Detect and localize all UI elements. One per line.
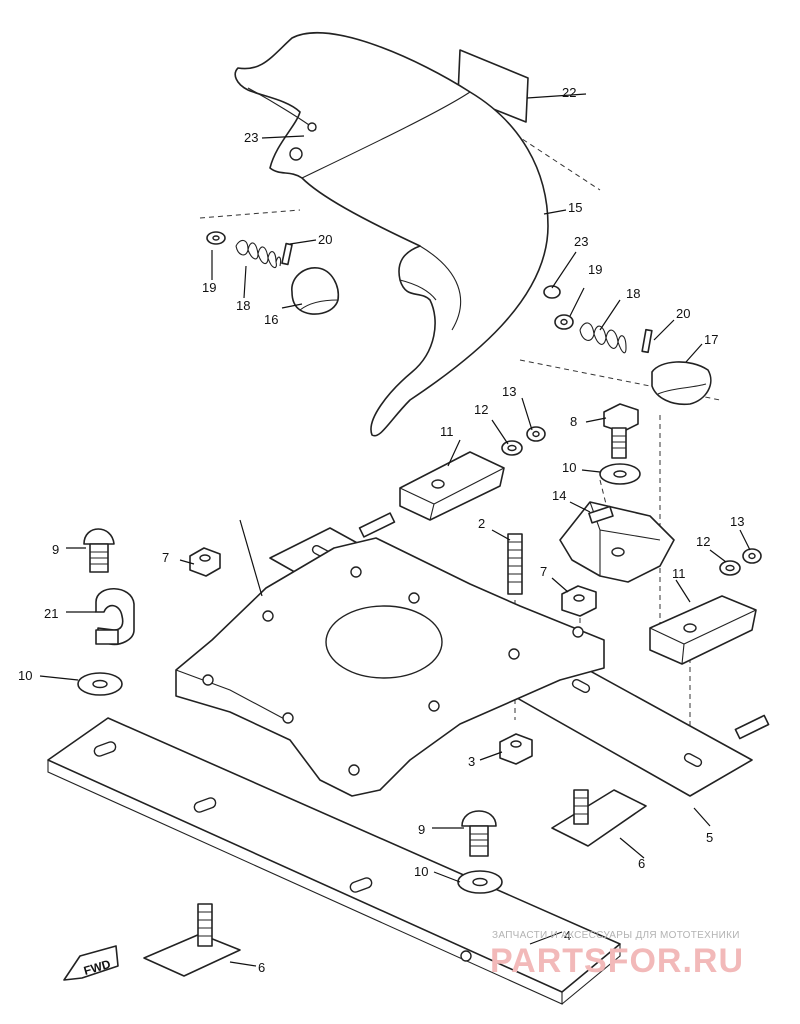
part-8-bolt	[603, 403, 639, 459]
callout-19-left: 19	[202, 280, 216, 295]
part-18-spring-left	[235, 239, 282, 269]
callout-numbers: 22 23 15 20 19 18 16 23 19 18 20 17 13 1…	[18, 85, 744, 975]
callout-6-right: 6	[638, 856, 645, 871]
callout-12-lower: 12	[696, 534, 710, 549]
callout-7-left: 7	[162, 550, 169, 565]
callout-8: 8	[570, 414, 577, 429]
part-11-pad-lower	[649, 595, 757, 665]
callout-3: 3	[468, 754, 475, 769]
callout-19-right: 19	[588, 262, 602, 277]
part-16-knob	[291, 267, 340, 315]
left-pivot-set	[206, 231, 340, 315]
lower-right-hardware	[719, 548, 762, 576]
callout-11-upper: 11	[440, 424, 454, 439]
callout-14: 14	[552, 488, 566, 503]
callout-20-left: 20	[318, 232, 332, 247]
part-20-pin-left	[281, 242, 293, 266]
part-15-cowl	[234, 32, 549, 437]
callout-22: 22	[562, 85, 576, 100]
callout-15: 15	[568, 200, 582, 215]
part-23-clip-right	[543, 285, 561, 299]
part-17-knob	[651, 361, 712, 406]
part-11-pad-upper	[399, 451, 505, 521]
callout-21: 21	[44, 606, 58, 621]
callout-12-upper: 12	[474, 402, 488, 417]
fwd-direction-arrow: FWD	[63, 945, 119, 981]
part-6-tbolt-right	[551, 789, 647, 847]
callout-4: 4	[564, 928, 571, 943]
part-6-tbolt-left	[143, 903, 241, 977]
callout-6-left: 6	[258, 960, 265, 975]
part-21-clamp	[95, 588, 135, 646]
callout-13-lower: 13	[730, 514, 744, 529]
left-hardware	[77, 528, 221, 696]
callout-10-lower: 10	[414, 864, 428, 879]
callout-13-upper: 13	[502, 384, 516, 399]
callout-2: 2	[478, 516, 485, 531]
part-14-bracket	[559, 501, 675, 583]
part-9-bolt-left	[83, 528, 115, 573]
part-18-spring-right	[579, 322, 627, 354]
callout-16: 16	[264, 312, 278, 327]
part-3-nut	[499, 733, 533, 765]
upper-hardware	[501, 403, 641, 485]
part-20-pin-right	[641, 328, 653, 354]
part-9-bolt-lower	[461, 810, 497, 857]
part-22-label-plate	[457, 49, 529, 123]
callout-18-left: 18	[236, 298, 250, 313]
right-pivot-set	[543, 285, 712, 406]
callout-5: 5	[706, 830, 713, 845]
part-2-stud	[507, 533, 523, 595]
leader-lines	[39, 93, 751, 967]
watermark-caption: ЗАПЧАСТИ И АКСЕССУАРЫ ДЛЯ МОТОТЕХНИКИ	[492, 930, 740, 941]
part-7-nut-center	[561, 585, 597, 617]
callout-10-left: 10	[18, 668, 32, 683]
callout-11-lower: 11	[672, 566, 686, 581]
callout-23-right: 23	[574, 234, 588, 249]
callout-17: 17	[704, 332, 718, 347]
callout-9-lower: 9	[418, 822, 425, 837]
part-4-plate	[47, 717, 621, 1005]
lower-center-hardware	[457, 810, 503, 894]
callout-7-center: 7	[540, 564, 547, 579]
callout-18-right: 18	[626, 286, 640, 301]
callout-10-upper: 10	[562, 460, 576, 475]
watermark-brand: PARTSFOR.RU	[490, 942, 745, 980]
center-hardware	[499, 585, 597, 765]
part-1-base-plate	[175, 537, 605, 797]
callout-20-right: 20	[676, 306, 690, 321]
callout-23: 23	[244, 130, 258, 145]
part-7-nut-left	[189, 547, 221, 577]
callout-9-left: 9	[52, 542, 59, 557]
